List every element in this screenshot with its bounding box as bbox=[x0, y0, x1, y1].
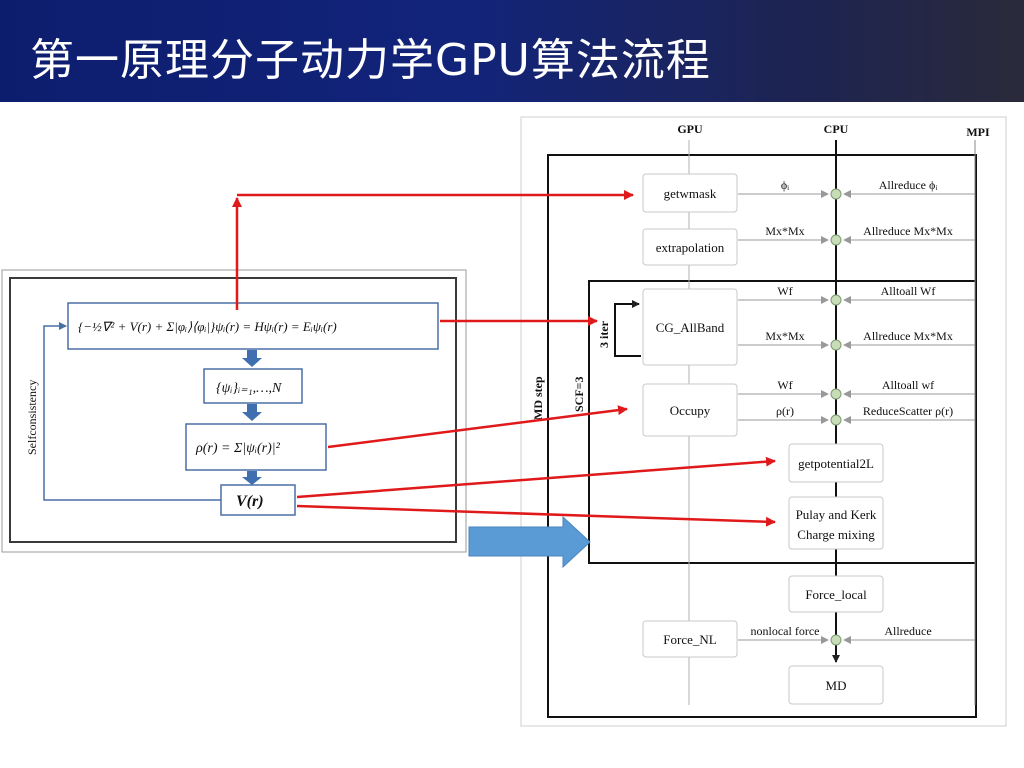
gpu-cpu-label-wf-1: Wf bbox=[777, 284, 792, 298]
junction-dot bbox=[830, 388, 842, 400]
big-blue-arrow bbox=[468, 515, 591, 569]
red-arrow-to-occupy bbox=[327, 405, 628, 449]
selfconsistency-loop-line bbox=[43, 322, 221, 501]
mpi-header: MPI bbox=[966, 125, 990, 139]
node-force-local bbox=[788, 575, 884, 613]
gpu-cpu-label-nonlocal: nonlocal force bbox=[751, 624, 820, 638]
title-bar: 第一原理分子动力学GPU算法流程 bbox=[0, 0, 1024, 102]
node-cg-allband bbox=[642, 288, 738, 366]
node-occupy-label: Occupy bbox=[670, 403, 711, 418]
left-panel: {−½∇² + V(r) + Σ|φᵢ⟩⟨φᵢ|}ψᵢ(r) = Hψᵢ(r) … bbox=[1, 269, 467, 553]
mpi-label-allreduce-mxmx-1: Allreduce Mx*Mx bbox=[863, 224, 953, 238]
iter-label: 3 iter bbox=[597, 320, 611, 348]
red-arrow-to-charge-mixing bbox=[296, 504, 776, 527]
mpi-label-alltoall-wf-1: Alltoall Wf bbox=[881, 284, 936, 298]
gpu-cpu-label-rho: ρ(r) bbox=[776, 404, 794, 418]
equation-box-kohn-sham bbox=[67, 302, 439, 350]
node-force-nl-label: Force_NL bbox=[663, 632, 716, 647]
node-getwmask bbox=[642, 173, 738, 213]
node-cg-allband-label: CG_AllBand bbox=[656, 320, 725, 335]
mpi-to-cpu-arrows bbox=[843, 190, 975, 644]
junction-dot bbox=[830, 188, 842, 200]
node-extrapolation-label: extrapolation bbox=[656, 240, 725, 255]
right-panel: GPU CPU MPI MD step SCF=3 3 iter bbox=[520, 116, 1007, 727]
equation-box-potential bbox=[220, 484, 296, 516]
gpu-to-cpu-arrows bbox=[738, 190, 829, 644]
equation-box-density bbox=[185, 423, 327, 471]
scf-frame bbox=[588, 280, 977, 564]
junction-dot bbox=[830, 234, 842, 246]
equation-potential: V(r) bbox=[236, 493, 264, 510]
junction-dots bbox=[830, 188, 842, 646]
node-force-nl bbox=[642, 620, 738, 658]
node-getwmask-label: getwmask bbox=[664, 186, 717, 201]
mpi-label-allreduce-phi: Allreduce ϕᵢ bbox=[879, 178, 938, 192]
mpi-label-reducescatter-rho: ReduceScatter ρ(r) bbox=[863, 404, 953, 418]
down-arrow-3 bbox=[242, 471, 262, 485]
node-md-label: MD bbox=[826, 678, 847, 693]
right-panel-frame bbox=[520, 116, 1007, 727]
gpu-cpu-label-phi: ϕᵢ bbox=[781, 178, 789, 192]
mpi-label-alltoall-wf-2: Alltoall wf bbox=[882, 378, 934, 392]
slide-title: 第一原理分子动力学GPU算法流程 bbox=[30, 35, 711, 86]
node-pulay-kerk-label-1: Pulay and Kerk bbox=[796, 507, 877, 522]
equation-box-wavefunctions bbox=[203, 368, 303, 404]
selfconsistency-label: Selfconsistency bbox=[25, 380, 39, 455]
node-getpotential2l bbox=[788, 443, 884, 483]
node-getpotential2l-label: getpotential2L bbox=[798, 456, 874, 471]
mapping-arrows bbox=[232, 190, 776, 527]
red-arrow-to-getpotential bbox=[296, 456, 776, 499]
junction-dot bbox=[830, 634, 842, 646]
down-arrow-2 bbox=[242, 404, 262, 421]
cpu-header: CPU bbox=[824, 122, 849, 136]
gpu-cpu-label-mxmx-2: Mx*Mx bbox=[765, 329, 804, 343]
node-pulay-kerk-label-2: Charge mixing bbox=[797, 527, 875, 542]
down-arrows bbox=[242, 350, 262, 485]
junction-dot bbox=[830, 414, 842, 426]
junction-dot bbox=[830, 339, 842, 351]
node-md bbox=[788, 665, 884, 705]
gpu-cpu-label-mxmx-1: Mx*Mx bbox=[765, 224, 804, 238]
junction-dot bbox=[830, 294, 842, 306]
iter-loop-line bbox=[614, 300, 641, 357]
node-occupy bbox=[642, 383, 738, 437]
mpi-label-allreduce-force: Allreduce bbox=[884, 624, 931, 638]
mpi-label-allreduce-mxmx-2: Allreduce Mx*Mx bbox=[863, 329, 953, 343]
node-pulay-kerk bbox=[788, 496, 884, 550]
md-step-label: MD step bbox=[531, 376, 545, 420]
equation-kohn-sham: {−½∇² + V(r) + Σ|φᵢ⟩⟨φᵢ|}ψᵢ(r) = Hψᵢ(r) … bbox=[78, 319, 337, 334]
gpu-cpu-label-wf-2: Wf bbox=[777, 378, 792, 392]
node-force-local-label: Force_local bbox=[805, 587, 867, 602]
scf-label: SCF=3 bbox=[572, 376, 586, 412]
node-extrapolation bbox=[642, 228, 738, 266]
equation-wavefunctions: {ψᵢ}ᵢ₌₁,…,N bbox=[216, 381, 282, 396]
gpu-header: GPU bbox=[677, 122, 703, 136]
down-arrow-1 bbox=[242, 350, 262, 367]
equation-density: ρ(r) = Σ|ψᵢ(r)|² bbox=[195, 441, 281, 456]
